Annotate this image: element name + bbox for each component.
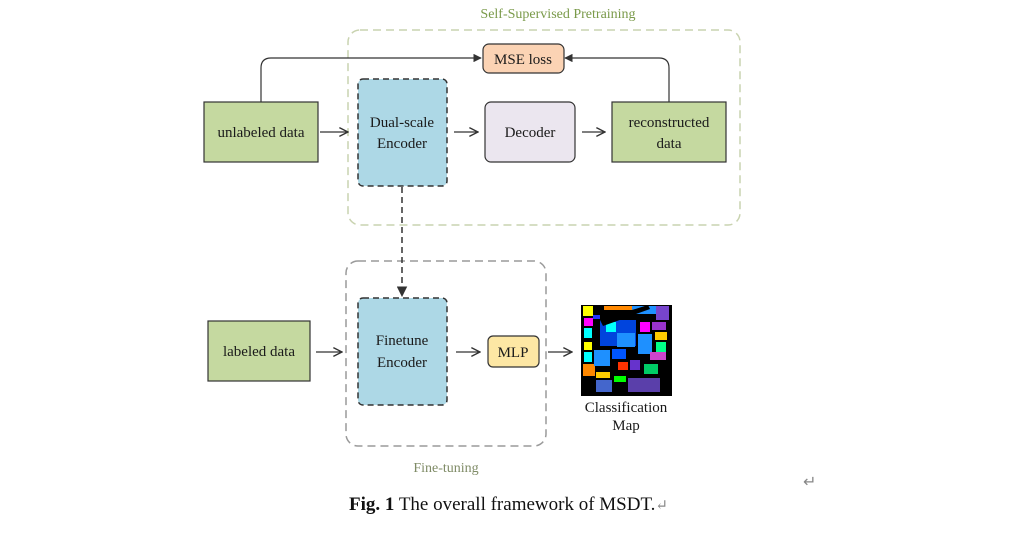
dual-scale-encoder-label-1: Dual-scale — [370, 115, 434, 131]
caption-label: Fig. 1 — [349, 494, 395, 515]
labeled-data-node — [207, 320, 311, 382]
figure-caption: Fig. 1 The overall framework of MSDT.↵ — [0, 494, 1017, 516]
caption-paragraph-mark: ↵ — [655, 498, 668, 514]
pretraining-group — [347, 29, 741, 226]
caption-text: The overall framework of MSDT. — [394, 494, 656, 515]
reconstructed-data-node — [611, 101, 727, 163]
unlabeled-data-label: unlabeled data — [217, 125, 304, 141]
dual-scale-encoder-node — [357, 78, 448, 187]
reconstructed-data-label-1: reconstructed — [629, 115, 710, 131]
finetuning-group — [345, 260, 547, 447]
return-mark: ↵ — [803, 472, 817, 491]
mlp-label: MLP — [498, 345, 529, 361]
finetuning-group-label: Fine-tuning — [413, 461, 478, 476]
reconstructed-to-mse-arrow — [564, 53, 670, 102]
unlabeled-data-node — [203, 101, 319, 163]
decoder-node — [484, 101, 576, 163]
classification-map-label-1: Classification — [585, 400, 668, 416]
decoder-label: Decoder — [505, 125, 556, 141]
reconstructed-data-label-2: data — [657, 136, 682, 152]
classification-map-image — [581, 305, 672, 396]
classification-map-label-2: Map — [612, 418, 640, 434]
finetune-encoder-node — [357, 297, 448, 406]
dual-scale-encoder-label-2: Encoder — [377, 136, 427, 152]
mse-loss-node — [482, 43, 565, 74]
unlabeled-to-mse-arrow — [260, 53, 482, 102]
finetune-encoder-label-1: Finetune — [376, 333, 429, 349]
finetune-encoder-label-2: Encoder — [377, 355, 427, 371]
labeled-data-label: labeled data — [223, 344, 295, 360]
mlp-node — [487, 335, 540, 368]
pretraining-group-label: Self-Supervised Pretraining — [480, 7, 635, 22]
mse-loss-label: MSE loss — [494, 52, 552, 68]
